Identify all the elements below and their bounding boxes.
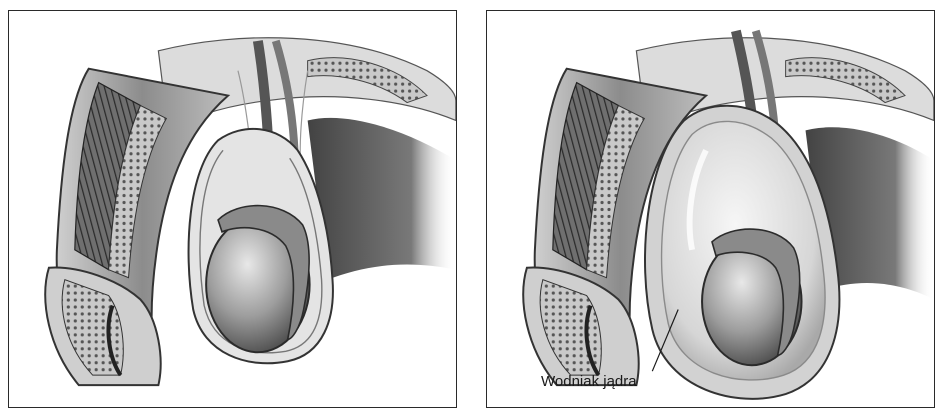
hydrocele-illustration bbox=[487, 11, 934, 407]
normal-anatomy-panel bbox=[8, 10, 457, 408]
hydrocele-label: Wodniak jądra bbox=[541, 373, 637, 390]
normal-anatomy-illustration bbox=[9, 11, 456, 407]
hydrocele-panel: Wodniak jądra bbox=[486, 10, 935, 408]
